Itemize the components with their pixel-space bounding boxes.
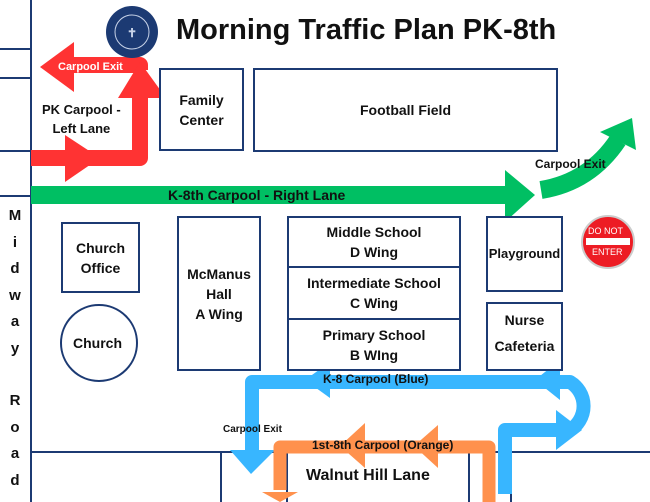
label: Cafeteria — [494, 338, 555, 354]
label: D Wing — [349, 244, 399, 260]
label: C Wing — [349, 295, 399, 311]
blue-exit-label: Carpool Exit — [223, 424, 282, 435]
building-church: Church — [73, 335, 122, 351]
label: A Wing — [195, 305, 243, 322]
building-intermediate-school: Intermediate School C Wing — [287, 266, 461, 320]
green-route-label: K-8th Carpool - Right Lane — [168, 187, 346, 203]
label: Family — [179, 91, 224, 108]
label: McManus — [187, 265, 251, 282]
label: PK Carpool - — [42, 102, 121, 117]
building-primary-school: Primary School B WIng — [287, 318, 461, 371]
svg-text:✝: ✝ — [127, 26, 137, 40]
orange-route-label: 1st-8th Carpool (Orange) — [312, 438, 454, 452]
blue-route-label: K-8 Carpool (Blue) — [323, 372, 429, 386]
label: Primary School — [322, 326, 426, 343]
pk-carpool-label: PK Carpool - Left Lane — [42, 100, 121, 138]
label: Center — [179, 111, 224, 128]
label: Hall — [206, 285, 232, 302]
label: Church — [76, 239, 125, 256]
label: Intermediate School — [307, 275, 441, 291]
church-circle — [60, 304, 138, 382]
red-route-arrow — [31, 42, 166, 182]
sign-text-2: ENTER — [592, 247, 623, 257]
building-football-field: Football Field — [253, 68, 558, 152]
school-logo: ✝ — [106, 6, 158, 58]
do-not-enter-sign — [581, 215, 635, 269]
label: Middle School — [326, 224, 422, 240]
label: B WIng — [349, 346, 399, 363]
walnut-hill-lane-label: Walnut Hill Lane — [306, 467, 430, 484]
page-title: Morning Traffic Plan PK-8th — [176, 14, 557, 46]
label: Office — [80, 259, 121, 276]
orange-route-arrow — [273, 440, 496, 502]
label: Left Lane — [52, 121, 111, 136]
building-playground: Playground — [486, 216, 563, 292]
building-middle-school: Middle School D Wing — [287, 216, 461, 268]
sign-text-1: DO NOT — [588, 226, 623, 236]
red-exit-label: Carpool Exit — [58, 61, 123, 73]
green-route-arrow — [31, 118, 636, 222]
green-exit-label: Carpool Exit — [535, 157, 606, 171]
label: Nurse — [504, 312, 545, 328]
